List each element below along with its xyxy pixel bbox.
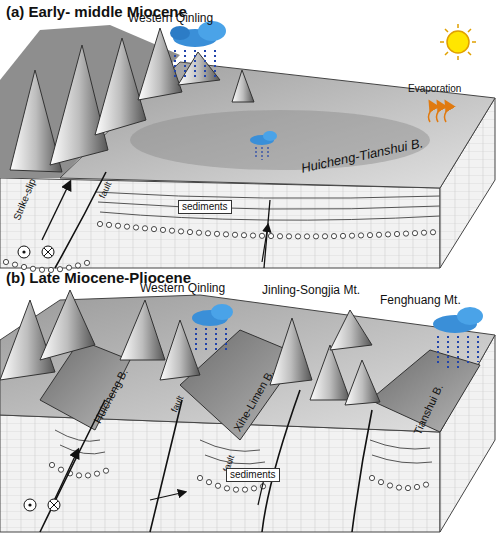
pebble-mark [187, 229, 192, 234]
pebble-mark [340, 233, 345, 238]
pebble-mark [295, 234, 300, 239]
pebble-mark [196, 230, 201, 235]
pebble-mark [378, 480, 383, 485]
pebble-mark [49, 462, 54, 467]
rain-cloud [170, 21, 226, 80]
pebble-mark [403, 231, 408, 236]
pebble-mark [178, 229, 183, 234]
pebble-mark [205, 231, 210, 236]
panel-b-block [0, 290, 495, 532]
pebble-mark [396, 485, 401, 490]
pebble-mark [412, 231, 417, 236]
pebble-mark [304, 234, 309, 239]
pebble-mark [106, 222, 111, 227]
place-label: Jinling-Songjia Mt. [262, 284, 360, 296]
pebble-mark [358, 233, 363, 238]
process-label: Evaporation [408, 84, 461, 94]
pebble-mark [367, 233, 372, 238]
place-label: Fenghuang Mt. [380, 294, 461, 306]
pebble-mark [206, 480, 211, 485]
pebble-mark [3, 259, 8, 264]
pebble-mark [421, 230, 426, 235]
conglomerate-layer [3, 221, 435, 272]
panel-a-block [0, 21, 495, 273]
pebble-mark [223, 232, 228, 237]
pebble-mark [250, 233, 255, 238]
pebble-mark [142, 226, 147, 231]
pebble-mark [151, 227, 156, 232]
pebble-mark [97, 221, 102, 226]
evaporation-arrows [429, 102, 448, 122]
pebble-mark [232, 232, 237, 237]
pebble-mark [385, 232, 390, 237]
pebble-mark [169, 228, 174, 233]
pebble-mark [233, 487, 238, 492]
pebble-mark [84, 260, 89, 265]
pebble-mark [75, 263, 80, 268]
pebble-mark [215, 483, 220, 488]
pebble-mark [197, 475, 202, 480]
pebble-mark [12, 262, 17, 267]
rain-cloud [250, 131, 277, 160]
pebble-mark [414, 484, 419, 489]
pebble-mark [251, 486, 256, 491]
pebble-mark [268, 233, 273, 238]
place-label: Western Qinling [128, 12, 213, 24]
layer-label: sediments [226, 468, 280, 482]
pebble-mark [133, 225, 138, 230]
pebble-mark [259, 233, 264, 238]
sun-symbol [440, 24, 476, 60]
pebble-mark [313, 234, 318, 239]
place-label: Western Qinling [140, 282, 225, 294]
pebble-mark [103, 468, 108, 473]
pebble-mark [224, 486, 229, 491]
rain-cloud [433, 307, 483, 368]
pebble-mark [387, 483, 392, 488]
pebble-mark [331, 234, 336, 239]
pebble-mark [242, 487, 247, 492]
pebble-mark [394, 231, 399, 236]
pebble-mark [430, 230, 435, 235]
pebble-mark [286, 234, 291, 239]
pebble-mark [322, 234, 327, 239]
pebble-mark [405, 485, 410, 490]
pebble-mark [376, 232, 381, 237]
pebble-mark [241, 233, 246, 238]
pebble-mark [277, 234, 282, 239]
pebble-mark [124, 224, 129, 229]
pebble-mark [349, 233, 354, 238]
layer-label: sediments [178, 200, 232, 214]
pebble-mark [160, 227, 165, 232]
pebble-mark [94, 471, 99, 476]
rain-cloud [192, 304, 233, 352]
pebble-mark [85, 473, 90, 478]
pebble-mark [76, 473, 81, 478]
pebble-mark [214, 231, 219, 236]
pebble-mark [369, 475, 374, 480]
pebble-mark [21, 264, 26, 269]
pebble-mark [423, 482, 428, 487]
pebble-mark [115, 223, 120, 228]
pebble-mark [58, 467, 63, 472]
conglomerate-layer [49, 462, 428, 492]
